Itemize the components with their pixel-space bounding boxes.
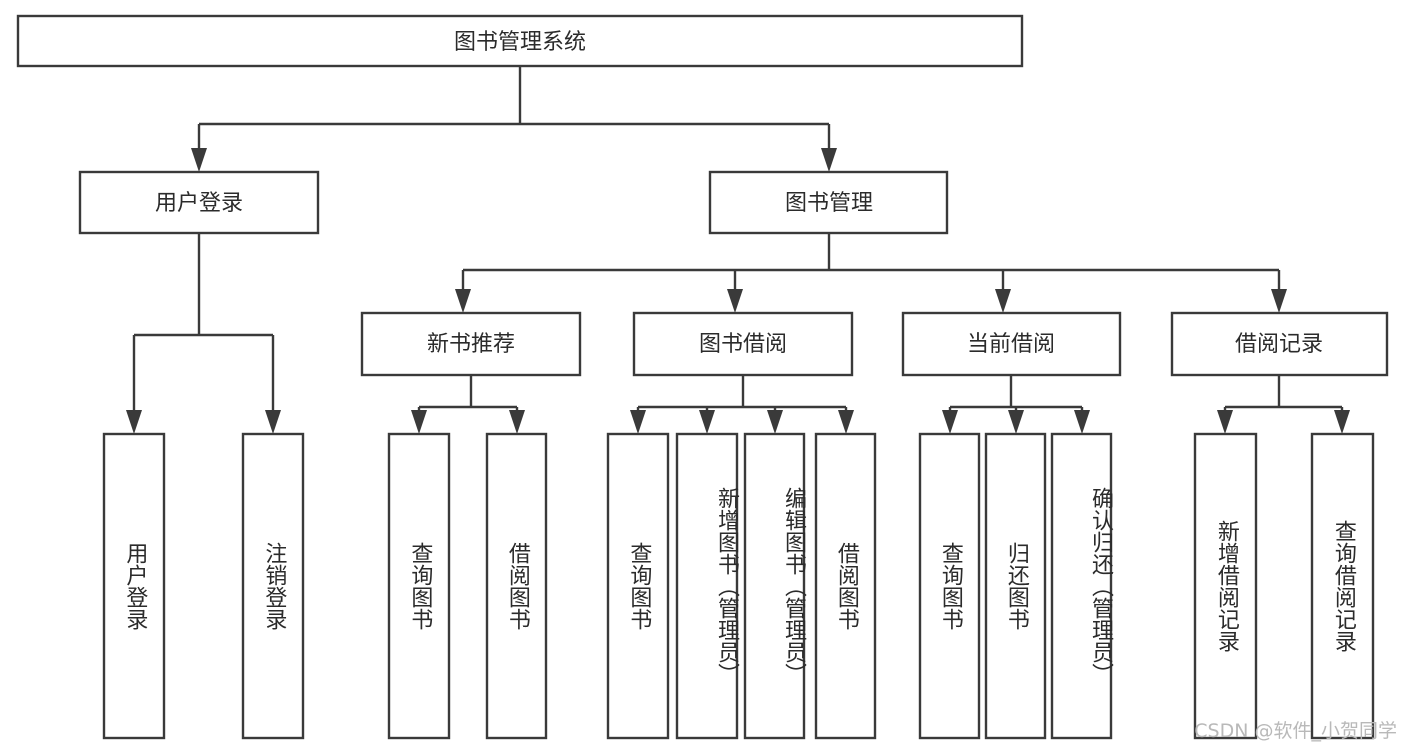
arrowhead-query-book-current bbox=[942, 410, 958, 434]
node-add-book-admin-label: 新增图书（管理员） bbox=[714, 487, 739, 685]
node-confirm-return-admin-box[interactable] bbox=[1050, 432, 1113, 740]
node-add-book-admin-box[interactable] bbox=[675, 432, 739, 740]
arrowhead-current-borrow bbox=[995, 289, 1011, 313]
node-query-book-rec-box[interactable] bbox=[387, 432, 451, 740]
node-current-borrow[interactable]: 当前借阅 bbox=[901, 311, 1122, 377]
arrowhead-query-book-borrow bbox=[630, 410, 646, 434]
node-user-login-label: 用户登录 bbox=[155, 191, 243, 216]
node-book-manage-label: 图书管理 bbox=[785, 191, 873, 216]
node-logout-leaf-box[interactable] bbox=[241, 432, 305, 740]
arrowhead-new-book-recommend bbox=[455, 289, 471, 313]
node-user-login[interactable]: 用户登录 bbox=[78, 170, 320, 235]
node-book-manage[interactable]: 图书管理 bbox=[708, 170, 949, 235]
arrowhead-query-book-rec bbox=[411, 410, 427, 434]
node-borrow-book-borrow-label: 借阅图书 bbox=[833, 542, 859, 630]
node-query-borrow-record-box[interactable] bbox=[1310, 432, 1375, 740]
node-new-book-recommend-label: 新书推荐 bbox=[427, 332, 515, 357]
node-edit-book-admin-box[interactable] bbox=[743, 432, 806, 740]
arrowhead-query-borrow-record bbox=[1334, 410, 1350, 434]
connector-layer bbox=[126, 66, 1350, 434]
arrowhead-borrow-book-rec bbox=[509, 410, 525, 434]
node-return-book-box[interactable] bbox=[984, 432, 1047, 740]
node-book-management-system[interactable]: 图书管理系统 bbox=[16, 14, 1024, 68]
node-borrow-record[interactable]: 借阅记录 bbox=[1170, 311, 1389, 377]
node-book-manage-box[interactable] bbox=[708, 170, 949, 235]
node-borrow-book-borrow-box[interactable] bbox=[814, 432, 877, 740]
arrowhead-add-book-admin bbox=[699, 410, 715, 434]
node-query-borrow-record-label: 查询借阅记录 bbox=[1330, 520, 1356, 652]
node-current-borrow-label: 当前借阅 bbox=[967, 332, 1055, 357]
node-user-login-box[interactable] bbox=[78, 170, 320, 235]
node-borrow-record-label: 借阅记录 bbox=[1235, 332, 1323, 357]
node-book-borrow-label: 图书借阅 bbox=[699, 332, 787, 357]
node-borrow-book-rec-label: 借阅图书 bbox=[504, 542, 530, 630]
node-query-book-borrow-label: 查询图书 bbox=[626, 542, 652, 630]
node-book-management-system-box[interactable] bbox=[16, 14, 1024, 68]
arrowhead-borrow-book-borrow bbox=[838, 410, 854, 434]
node-edit-book-admin-label: 编辑图书（管理员） bbox=[781, 487, 806, 685]
arrowhead-borrow-record bbox=[1271, 289, 1287, 313]
node-add-borrow-record-box[interactable] bbox=[1193, 432, 1258, 740]
arrowhead-add-borrow-record bbox=[1217, 410, 1233, 434]
node-book-management-system-label: 图书管理系统 bbox=[454, 30, 586, 55]
node-new-book-recommend-box[interactable] bbox=[360, 311, 582, 377]
arrowhead-return-book bbox=[1008, 410, 1024, 434]
arrowhead-book-borrow bbox=[727, 289, 743, 313]
arrowhead-user-login-leaf bbox=[126, 410, 142, 434]
node-borrow-record-box[interactable] bbox=[1170, 311, 1389, 377]
arrowhead-edit-book-admin bbox=[767, 410, 783, 434]
node-confirm-return-admin-label: 确认归还（管理员） bbox=[1088, 487, 1113, 685]
node-new-book-recommend[interactable]: 新书推荐 bbox=[360, 311, 582, 377]
node-query-book-current-box[interactable] bbox=[918, 432, 981, 740]
node-book-borrow[interactable]: 图书借阅 bbox=[632, 311, 854, 377]
arrowhead-user-login bbox=[191, 148, 207, 172]
arrowhead-confirm-return-admin bbox=[1074, 410, 1090, 434]
arrowhead-logout-leaf bbox=[265, 410, 281, 434]
node-borrow-book-rec-box[interactable] bbox=[485, 432, 548, 740]
node-user-login-leaf-label: 用户登录 bbox=[122, 542, 148, 630]
node-user-login-leaf-box[interactable] bbox=[102, 432, 166, 740]
node-current-borrow-box[interactable] bbox=[901, 311, 1122, 377]
node-return-book-label: 归还图书 bbox=[1003, 542, 1029, 630]
leaf-box-layer bbox=[102, 432, 1375, 740]
node-add-borrow-record-label: 新增借阅记录 bbox=[1213, 520, 1239, 652]
node-query-book-current-label: 查询图书 bbox=[937, 542, 963, 630]
node-book-borrow-box[interactable] bbox=[632, 311, 854, 377]
node-query-book-borrow-box[interactable] bbox=[606, 432, 670, 740]
arrowhead-book-manage bbox=[821, 148, 837, 172]
node-query-book-rec-label: 查询图书 bbox=[407, 542, 433, 630]
node-logout-leaf-label: 注销登录 bbox=[261, 542, 287, 630]
